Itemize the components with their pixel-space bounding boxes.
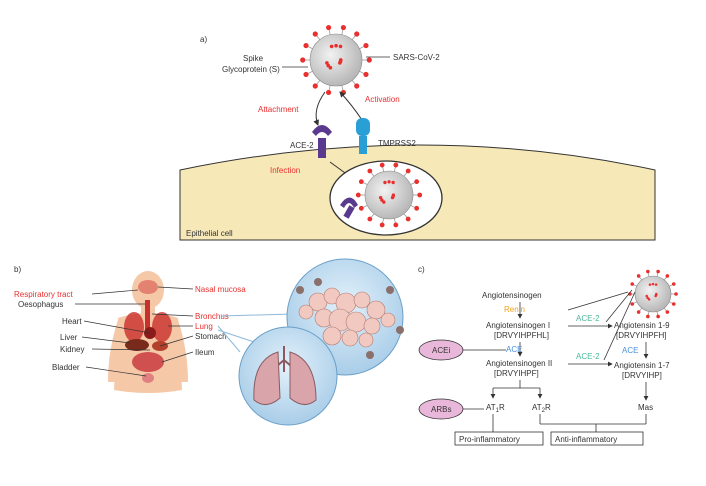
virus-inhibit-line-1 bbox=[605, 289, 633, 323]
ace2-top-label: ACE-2 bbox=[576, 314, 600, 323]
pro-inflammatory-label: Pro-inflammatory bbox=[459, 435, 520, 444]
label-stomach: Stomach bbox=[195, 332, 227, 341]
activation-label: Activation bbox=[365, 95, 400, 104]
ace2-bottom-label: ACE-2 bbox=[576, 352, 600, 361]
label-heart: Heart bbox=[62, 317, 82, 326]
ace-label: ACE bbox=[506, 345, 522, 354]
ang19-seq: [DRVYIHPFH] bbox=[616, 331, 667, 340]
attachment-label: Attachment bbox=[258, 105, 299, 114]
panel-a-label: a) bbox=[200, 35, 207, 44]
panel-c-label: c) bbox=[418, 265, 425, 274]
infection-label: Infection bbox=[270, 166, 300, 175]
label-respiratory-tract: Respiratory tract bbox=[14, 290, 73, 299]
organs bbox=[124, 280, 172, 383]
label-kidney: Kidney bbox=[60, 345, 84, 354]
label-liver: Liver bbox=[60, 333, 78, 342]
epithelial-cell-label: Epithelial cell bbox=[186, 229, 233, 238]
virus-inhibit-line-3 bbox=[567, 291, 629, 311]
ang19: Angiotensin 1-9 bbox=[614, 321, 670, 330]
panel-b-label: b) bbox=[14, 265, 21, 274]
internalized-ace2 bbox=[340, 197, 358, 208]
tmprss2-label: TMPRSS2 bbox=[378, 139, 416, 148]
ang2-seq: [DRVYIHPF] bbox=[494, 369, 539, 378]
attachment-arrow bbox=[313, 91, 326, 126]
internalized-ace2-stem bbox=[343, 205, 355, 219]
sars-cov-2-virus-c bbox=[628, 269, 678, 319]
internalized-virus bbox=[355, 162, 423, 228]
acei-label: ACEi bbox=[432, 346, 450, 355]
ace-right-label: ACE bbox=[622, 346, 638, 355]
ace2-receptor bbox=[312, 125, 332, 158]
ace2-label: ACE-2 bbox=[290, 141, 314, 150]
label-lung: Lung bbox=[195, 322, 213, 331]
activation-arrow bbox=[339, 91, 363, 121]
mas-label: Mas bbox=[638, 403, 653, 412]
arbs-label: ARBs bbox=[431, 405, 451, 414]
outcome-brackets bbox=[492, 414, 647, 432]
renin-label: Renin bbox=[504, 305, 525, 314]
ang1: Angiotensinogen I bbox=[486, 321, 550, 330]
ang2: Angiotensinogen II bbox=[486, 359, 552, 368]
left-leader-lines bbox=[75, 289, 151, 377]
sars-cov-2-virus bbox=[300, 24, 372, 96]
anti-inflammatory-label: Anti-inflammatory bbox=[555, 435, 617, 444]
at1r-label: AT1R bbox=[486, 403, 505, 414]
angiotensinogen: Angiotensinogen bbox=[482, 291, 542, 300]
ang17: Angiotensin 1-7 bbox=[614, 361, 670, 370]
anti-inflammatory-box bbox=[550, 431, 644, 446]
at2r-label: AT2R bbox=[532, 403, 551, 414]
spike-label-2: Glycoprotein (S) bbox=[222, 65, 280, 74]
tmprss2-receptor bbox=[356, 118, 370, 154]
virus-label: SARS-CoV-2 bbox=[393, 53, 440, 62]
label-bronchus: Bronchus bbox=[195, 312, 229, 321]
label-oesophagus: Oesophagus bbox=[18, 300, 63, 309]
ang17-seq: [DRVYIHP] bbox=[622, 371, 662, 380]
label-nasal-mucosa: Nasal mucosa bbox=[195, 285, 246, 294]
label-bladder: Bladder bbox=[52, 363, 80, 372]
label-ileum: Ileum bbox=[195, 348, 215, 357]
lung-zoom bbox=[238, 326, 338, 426]
virus-inhibit-line-2 bbox=[603, 291, 636, 361]
spike-label-1: Spike bbox=[243, 54, 264, 63]
ang1-seq: [DRVYIHPFHL] bbox=[494, 331, 549, 340]
pro-inflammatory-box bbox=[454, 431, 544, 446]
right-leader-lines bbox=[151, 286, 194, 363]
